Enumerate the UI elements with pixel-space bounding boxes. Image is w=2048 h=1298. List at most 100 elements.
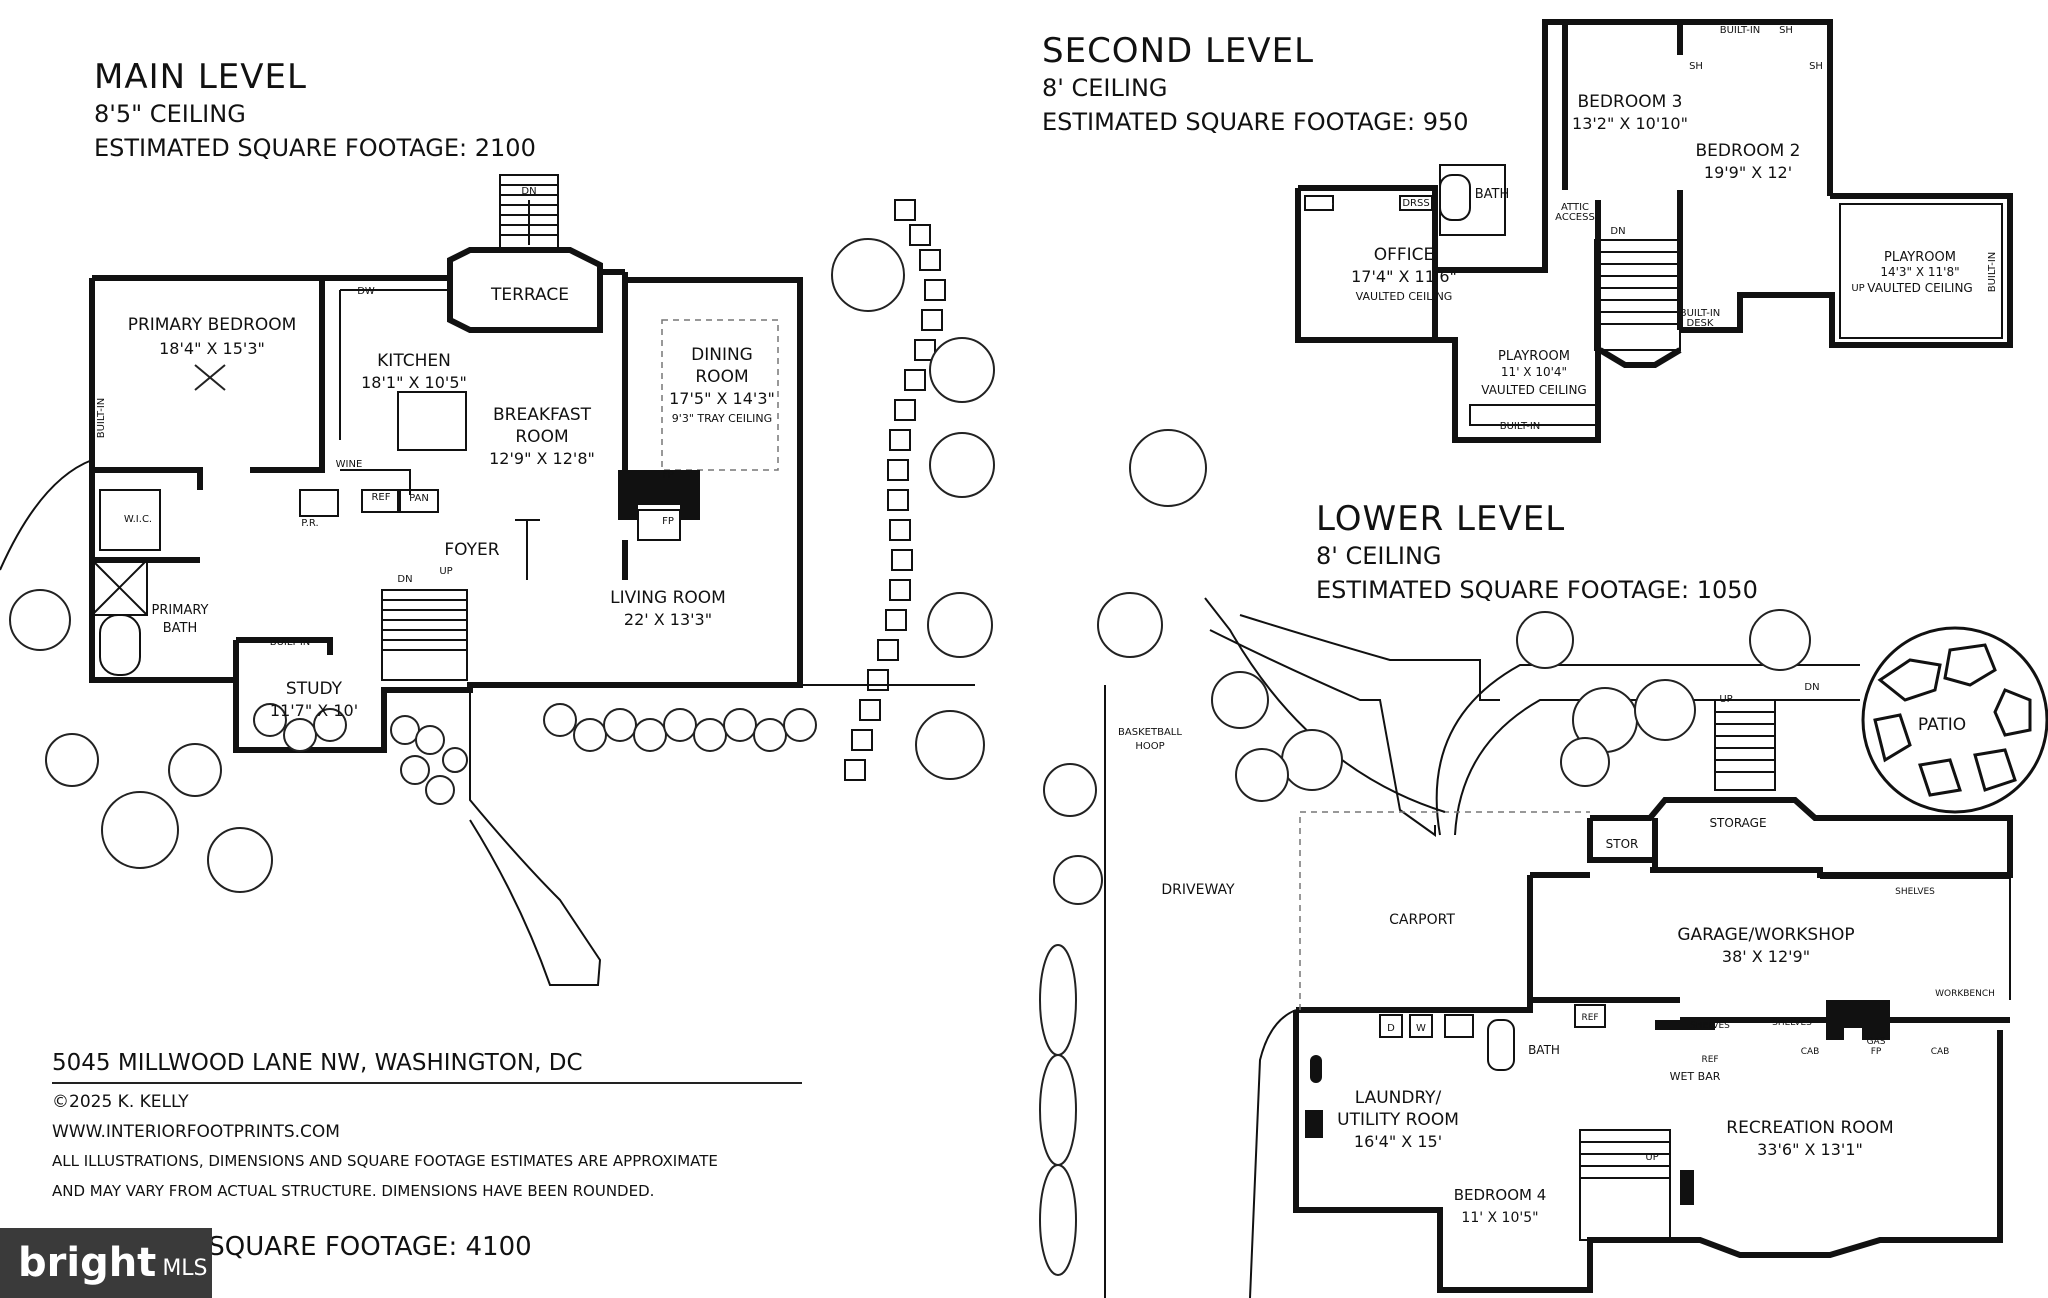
- cab-label-left: CAB: [1801, 1047, 1820, 1057]
- second-level-sqft: ESTIMATED SQUARE FOOTAGE: 950: [1042, 108, 1469, 136]
- wine-label: WINE: [336, 459, 363, 470]
- office-name: OFFICE: [1374, 245, 1435, 265]
- dining-note: 9'3" TRAY CEILING: [672, 412, 772, 425]
- builtin-study: BUILT-IN: [270, 637, 311, 648]
- patio-name: PATIO: [1918, 715, 1966, 735]
- second-level-plan: BEDROOM 3 13'2" X 10'10" BEDROOM 2 19'9"…: [1295, 19, 2013, 443]
- lower-level-plan: PATIO STORAGE STOR DRIVEWAY CARPORT GARA…: [1039, 429, 2048, 1298]
- garage-dim: 38' X 12'9": [1722, 947, 1810, 966]
- lower-level-title: LOWER LEVEL: [1316, 499, 1566, 539]
- ref-label: REF: [371, 492, 390, 503]
- builtin-desk2: DESK: [1687, 318, 1714, 329]
- main-level-ceiling: 8'5" CEILING: [94, 100, 246, 128]
- office-dim: 17'4" X 11'6": [1351, 267, 1457, 286]
- builtin-bedroom: BUILT-IN: [96, 398, 107, 439]
- website: WWW.INTERIORFOOTPRINTS.COM: [52, 1122, 340, 1142]
- primary-bath-name1: PRIMARY: [152, 603, 209, 618]
- primary-bedroom-dim: 18'4" X 15'3": [159, 339, 265, 358]
- garage-name: GARAGE/WORKSHOP: [1677, 925, 1854, 945]
- lower-level-sqft: ESTIMATED SQUARE FOOTAGE: 1050: [1316, 576, 1758, 604]
- shelves-label-top: SHELVES: [1895, 887, 1935, 897]
- second-level-title: SECOND LEVEL: [1042, 31, 1315, 71]
- bedroom2-name: BEDROOM 2: [1696, 141, 1801, 161]
- storage-name: STORAGE: [1709, 816, 1766, 830]
- laundry-name1: LAUNDRY/: [1355, 1088, 1442, 1108]
- living-name: LIVING ROOM: [610, 588, 726, 608]
- second-builtin-top: BUILT-IN: [1720, 25, 1761, 36]
- lower-dn: DN: [1804, 682, 1819, 693]
- pan-label: PAN: [409, 493, 429, 504]
- main-level-sqft: ESTIMATED SQUARE FOOTAGE: 2100: [94, 134, 536, 162]
- bedroom4-name: BEDROOM 4: [1454, 1186, 1547, 1204]
- lower-ref-label2: REF: [1701, 1055, 1718, 1065]
- lower-up-inside: UP: [1645, 1152, 1658, 1163]
- recreation-dim: 33'6" X 13'1": [1757, 1140, 1863, 1159]
- kitchen-name: KITCHEN: [377, 351, 451, 371]
- lower-ref-label: REF: [1581, 1013, 1598, 1023]
- second-bath-name: BATH: [1475, 187, 1510, 202]
- shelves-label-left: SHELVES: [1690, 1021, 1730, 1031]
- study-dim: 11'7" X 10': [270, 701, 358, 720]
- fp-label-bottom: FP: [662, 516, 674, 527]
- pr-label: P.R.: [301, 518, 318, 529]
- recreation-name: RECREATION ROOM: [1726, 1118, 1893, 1138]
- bedroom2-dim: 19'9" X 12': [1704, 163, 1792, 182]
- disclaimer-line1: ALL ILLUSTRATIONS, DIMENSIONS AND SQUARE…: [52, 1152, 718, 1170]
- carport-name: CARPORT: [1389, 912, 1455, 928]
- cab-label-right: CAB: [1931, 1047, 1950, 1057]
- sh-label3: SH: [1809, 61, 1823, 72]
- bedroom3-dim: 13'2" X 10'10": [1572, 114, 1688, 133]
- copyright: ©2025 K. KELLY: [52, 1092, 189, 1112]
- playroom-small-dim: 11' X 10'4": [1501, 365, 1567, 379]
- laundry-name2: UTILITY ROOM: [1337, 1110, 1459, 1130]
- footer-rule: [52, 1082, 802, 1084]
- drss-label-left: DRSS: [1305, 198, 1332, 209]
- dining-name1: DINING: [691, 345, 753, 365]
- bedroom3-name: BEDROOM 3: [1578, 92, 1683, 112]
- disclaimer-line2: AND MAY VARY FROM ACTUAL STRUCTURE. DIME…: [52, 1182, 655, 1200]
- drss-label-right: DRSS: [1402, 198, 1429, 209]
- workbench-label: WORKBENCH: [1935, 989, 1995, 999]
- dw-label: DW: [357, 286, 375, 297]
- breakfast-name1: BREAKFAST: [493, 405, 592, 425]
- kitchen-dim: 18'1" X 10'5": [361, 373, 467, 392]
- lower-up-outside: UP: [1719, 694, 1732, 705]
- dn-terrace: DN: [521, 186, 536, 197]
- playroom-large-note: VAULTED CEILING: [1867, 281, 1972, 295]
- second-builtin-side: BUILT-IN: [1987, 252, 1998, 293]
- second-dn: DN: [1610, 226, 1625, 237]
- study-name: STUDY: [286, 679, 343, 699]
- bedroom4-dim: 11' X 10'5": [1461, 1210, 1538, 1226]
- attic-label1: ATTIC: [1561, 202, 1589, 213]
- lower-bath-name: BATH: [1528, 1043, 1560, 1057]
- office-note: VAULTED CEILING: [1356, 290, 1453, 303]
- sh-label2: SH: [1779, 25, 1793, 36]
- breakfast-dim: 12'9" X 12'8": [489, 449, 595, 468]
- dryer-label: D: [1387, 1023, 1395, 1034]
- washer-label: W: [1416, 1023, 1426, 1034]
- bright-mls-watermark: bright MLS: [0, 1228, 212, 1298]
- primary-bedroom-name: PRIMARY BEDROOM: [128, 315, 297, 335]
- sh-label1: SH: [1689, 61, 1703, 72]
- up-stair: UP: [439, 566, 452, 577]
- second-up: UP: [1851, 283, 1864, 294]
- stor-name: STOR: [1606, 837, 1639, 851]
- main-level-title: MAIN LEVEL: [94, 57, 307, 97]
- foyer-name: FOYER: [444, 540, 499, 560]
- terrace-name: TERRACE: [490, 285, 569, 305]
- property-address: 5045 MILLWOOD LANE NW, WASHINGTON, DC: [52, 1050, 583, 1076]
- lower-level-ceiling: 8' CEILING: [1316, 542, 1442, 570]
- wic-label: W.I.C.: [124, 514, 152, 525]
- driveway-name: DRIVEWAY: [1161, 882, 1235, 898]
- fp-label-top: FP: [662, 470, 674, 481]
- playroom-small-note: VAULTED CEILING: [1481, 383, 1586, 397]
- laundry-dim: 16'4" X 15': [1354, 1132, 1442, 1151]
- shelves-label-right: SHELVES: [1772, 1018, 1812, 1028]
- total-square-footage: D SQUARE FOOTAGE: 4100: [180, 1232, 532, 1262]
- dn-stair: DN: [397, 574, 412, 585]
- primary-bath-name2: BATH: [163, 621, 198, 636]
- second-level-ceiling: 8' CEILING: [1042, 74, 1168, 102]
- playroom-large-name: PLAYROOM: [1884, 250, 1956, 265]
- watermark-brand: bright: [18, 1240, 157, 1286]
